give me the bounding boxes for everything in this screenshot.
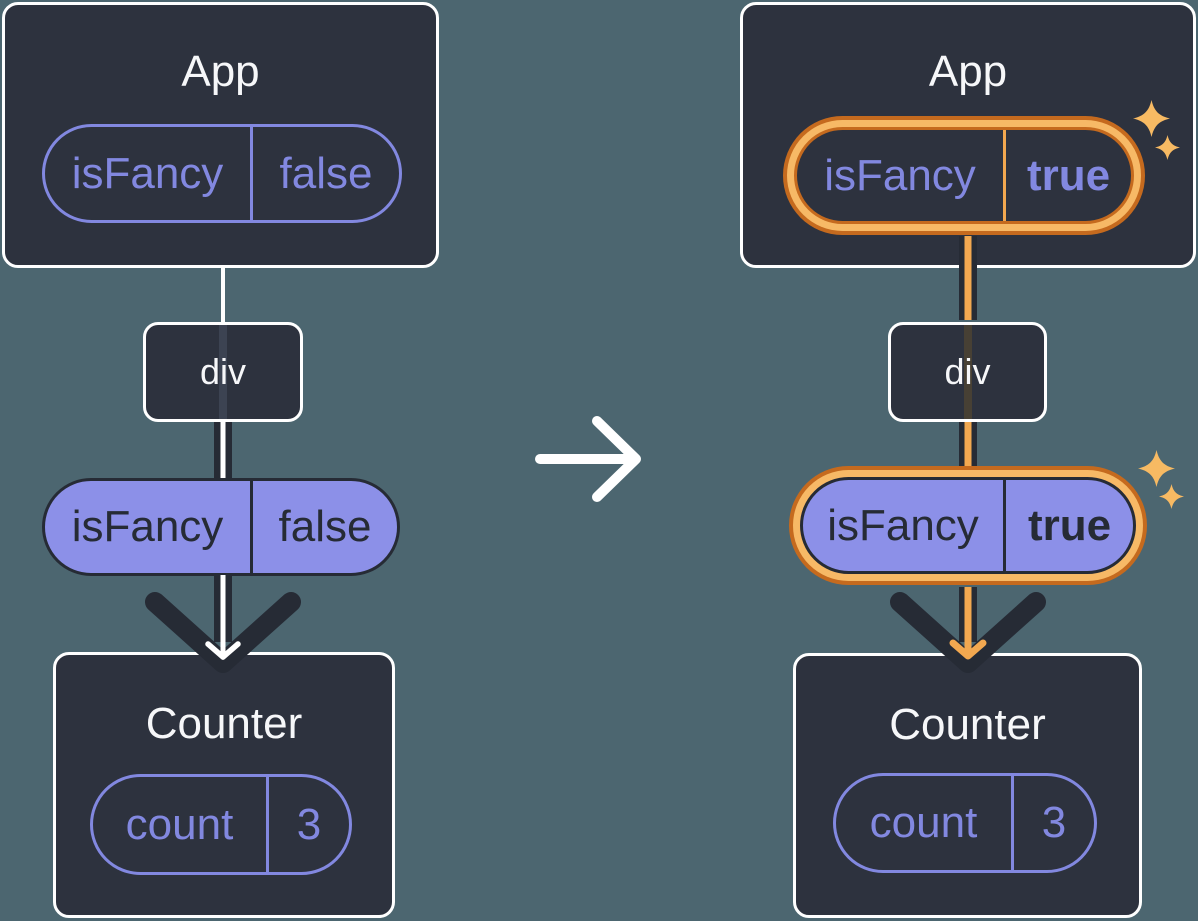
counter-state-pill: count 3 [90, 774, 352, 875]
state-value: true [1003, 130, 1131, 221]
sparkle-icon [1138, 450, 1175, 487]
state-name: count [869, 798, 978, 847]
component-title: Counter [889, 700, 1046, 749]
div-element-box: div [143, 322, 303, 422]
state-name: isFancy [824, 150, 976, 200]
prop-pill-fancy: isFancy true [800, 477, 1136, 574]
prop-pill: isFancy false [42, 478, 400, 576]
state-value: 3 [1011, 776, 1094, 870]
prop-name: isFancy [827, 500, 979, 550]
div-label: div [199, 351, 247, 392]
app-state-pill-fancy: isFancy true [794, 127, 1134, 224]
state-name: count [125, 799, 234, 849]
component-title: App [928, 47, 1008, 96]
counter-state-pill: count 3 [833, 773, 1097, 873]
state-value: 3 [266, 777, 349, 872]
app-state-pill: isFancy false [42, 124, 402, 223]
sparkle-icon [1159, 484, 1184, 509]
prop-name: isFancy [71, 502, 224, 551]
pass-through-stripe [963, 325, 972, 419]
state-value: false [250, 127, 399, 220]
prop-value: true [1003, 480, 1133, 571]
pass-through-stripe [219, 325, 227, 419]
div-label: div [944, 351, 991, 392]
div-element-box: div [888, 322, 1047, 422]
component-title: App [181, 47, 260, 96]
prop-value: false [250, 481, 397, 573]
transition-arrow-icon [535, 416, 641, 502]
component-title: Counter [145, 699, 303, 748]
state-name: isFancy [71, 148, 224, 198]
